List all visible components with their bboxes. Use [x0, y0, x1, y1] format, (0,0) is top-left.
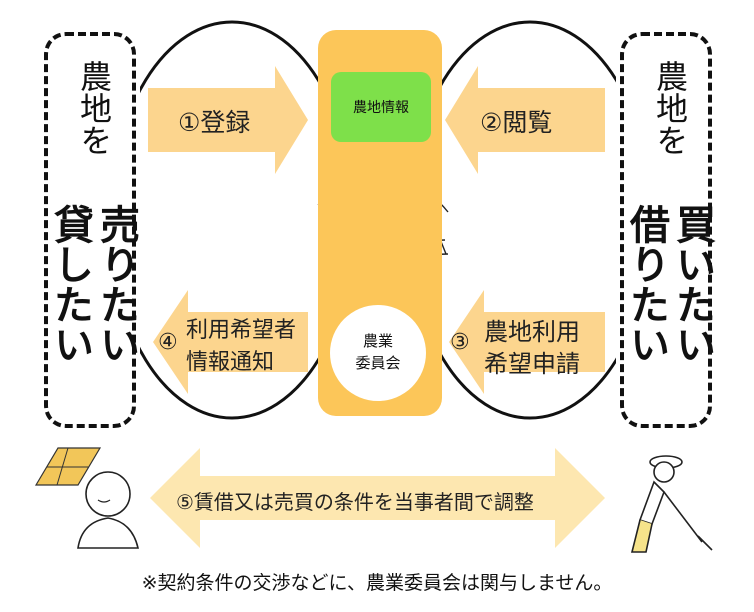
step3-num: ③ — [450, 330, 470, 355]
buyer-line1: 農地を — [651, 60, 689, 156]
arrow-negotiate — [150, 448, 605, 548]
arrow-register — [148, 66, 308, 174]
seller-line2: 売りたい — [93, 204, 139, 364]
step4-line2: 情報通知 — [186, 350, 275, 375]
step3-line1: 農地利用 — [484, 318, 580, 346]
buyer-line3: 借りたい — [623, 204, 669, 364]
seller-line3: 貸したい — [47, 204, 93, 364]
buyer-box — [620, 32, 712, 428]
arrow-view — [445, 66, 605, 174]
arrow-notify — [153, 290, 308, 394]
arrow-apply — [449, 290, 605, 394]
buyer-line2: 買いたい — [669, 204, 715, 364]
farmland-info-box: 農地情報 — [331, 72, 431, 142]
step5-label: ⑤賃借又は売買の条件を当事者間で調整 — [176, 490, 534, 514]
seller-line1: 農地を — [75, 60, 113, 156]
disclaimer-note: ※契約条件の交渉などに、農業委員会は関与しません。 — [141, 572, 613, 594]
agricultural-committee: 農業 委員会 — [330, 305, 426, 401]
step1-label: ①登録 — [178, 108, 251, 137]
council-line2: 委員会 — [355, 354, 401, 372]
step4-line1: 利用希望者 — [186, 318, 297, 343]
step4-num: ④ — [158, 330, 178, 355]
working-farmer-illustration — [630, 455, 713, 553]
step3-line2: 希望申請 — [484, 350, 580, 378]
council-line1: 農業 — [362, 332, 393, 351]
step2-label: ②閲覧 — [480, 108, 553, 137]
worried-farmer-illustration — [34, 447, 140, 549]
seller-box — [44, 32, 136, 428]
